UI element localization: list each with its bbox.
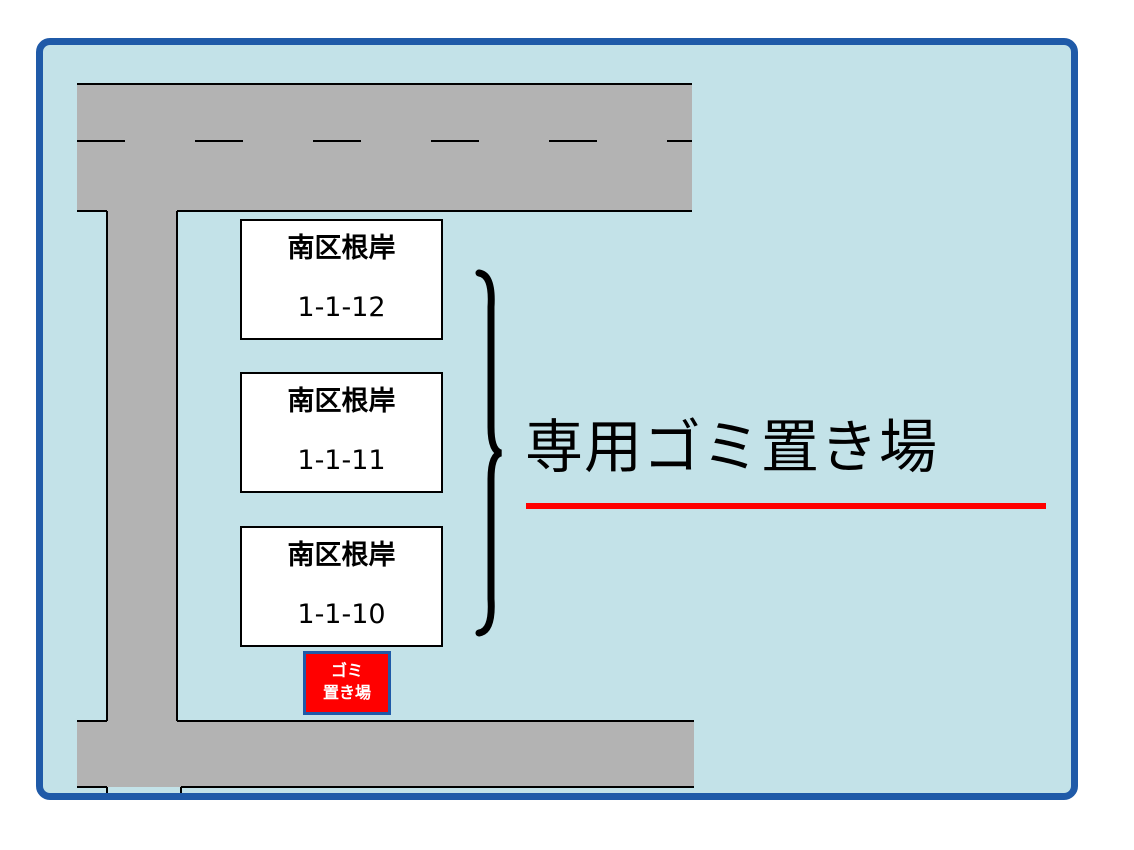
dedicated-label-underline: [526, 503, 1046, 509]
house-number-label: 1-1-12: [297, 292, 386, 323]
road-top: [77, 84, 692, 211]
map-frame: 南区根岸 1-1-12 南区根岸 1-1-11 南区根岸 1-1-10 専用ゴミ…: [36, 38, 1078, 800]
brace-path: [475, 269, 503, 637]
dedicated-garbage-area-label: 専用ゴミ置き場: [525, 413, 939, 481]
house-number-label: 1-1-11: [297, 445, 386, 476]
house-district-label: 南区根岸: [287, 386, 396, 417]
road-network: [77, 83, 694, 793]
house-lot-3: 南区根岸 1-1-10: [240, 526, 443, 647]
house-lot-1: 南区根岸 1-1-12: [240, 219, 443, 340]
road-vertical: [107, 205, 177, 730]
house-district-label: 南区根岸: [287, 233, 396, 264]
house-number-label: 1-1-10: [297, 599, 386, 630]
house-district-label: 南区根岸: [287, 540, 396, 571]
garbage-station-marker: ゴミ 置き場: [303, 651, 391, 715]
grouping-brace: [475, 269, 503, 637]
house-lot-2: 南区根岸 1-1-11: [240, 372, 443, 493]
road-bottom: [77, 721, 694, 787]
garbage-marker-line1: ゴミ: [330, 661, 363, 680]
garbage-marker-line2: 置き場: [322, 683, 371, 702]
